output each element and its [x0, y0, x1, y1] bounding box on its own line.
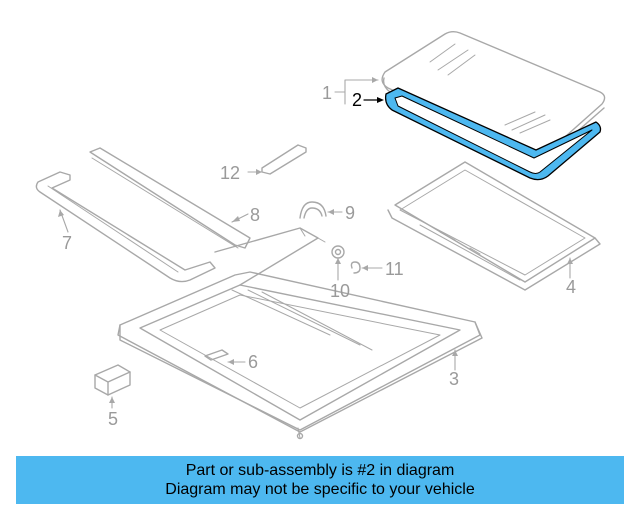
part-8-rail	[89, 147, 251, 249]
part-5-bracket	[94, 364, 131, 396]
callout-10: 10	[330, 281, 351, 301]
part-12-trim	[261, 144, 307, 175]
banner-line-1: Part or sub-assembly is #2 in diagram	[185, 462, 455, 479]
part-7-deflector	[35, 171, 216, 283]
banner-line-2: Diagram may not be specific to your vehi…	[165, 481, 475, 498]
part-11-clip	[350, 261, 361, 274]
part-3-frame	[117, 227, 483, 440]
callout-9: 9	[345, 203, 356, 223]
sunroof-parts-diagram	[35, 31, 606, 440]
callout-6: 6	[248, 352, 259, 372]
leader-arrowheads	[58, 77, 573, 403]
part-9-clamp	[299, 201, 327, 219]
callout-4: 4	[566, 277, 577, 297]
callout-12: 12	[220, 163, 241, 183]
part-10-nut	[331, 245, 345, 259]
part-2-seal-highlighted	[384, 87, 602, 181]
callout-11: 11	[385, 259, 404, 279]
info-banner: Part or sub-assembly is #2 in diagram Di…	[16, 456, 624, 504]
callout-1: 1	[322, 83, 333, 103]
callout-3: 3	[449, 369, 460, 389]
callout-7: 7	[62, 233, 73, 253]
callout-5: 5	[108, 409, 119, 429]
callout-8: 8	[250, 205, 261, 225]
callout-2: 2	[352, 90, 363, 110]
part-6-clip	[204, 349, 229, 361]
part-4-sunshade	[387, 161, 601, 291]
